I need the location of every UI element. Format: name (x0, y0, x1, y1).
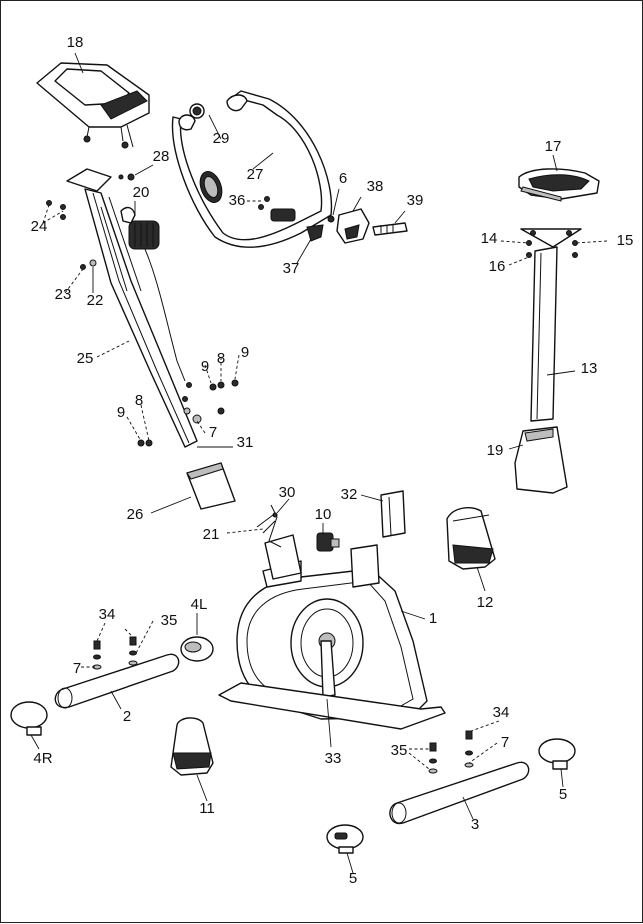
label-39: 39 (407, 192, 424, 209)
label-1: 1 (429, 610, 437, 627)
label-35-b: 35 (391, 742, 408, 759)
label-32: 32 (341, 486, 358, 503)
console-part (36, 62, 150, 149)
bolt-parts-upper (46, 173, 135, 270)
label-21: 21 (203, 526, 220, 543)
label-7-c: 7 (501, 734, 509, 751)
tension-knob-part (120, 206, 160, 250)
front-stabilizer-part (54, 653, 180, 709)
label-12: 12 (477, 594, 494, 611)
label-20: 20 (133, 184, 150, 201)
label-26: 26 (127, 506, 144, 523)
label-9-c: 9 (117, 404, 125, 421)
left-pedal-part (170, 717, 214, 776)
end-cap-4R-part (10, 701, 48, 736)
label-15: 15 (617, 232, 634, 249)
label-18: 18 (67, 34, 84, 51)
label-7-a: 7 (209, 424, 217, 441)
label-35-a: 35 (161, 612, 178, 629)
callout-labels: 18 28 20 24 23 22 25 29 27 36 6 38 39 37… (31, 34, 634, 887)
label-34-b: 34 (493, 704, 510, 721)
label-23: 23 (55, 286, 72, 303)
label-2: 2 (123, 708, 131, 725)
label-38: 38 (367, 178, 384, 195)
label-4R: 4R (33, 750, 52, 767)
label-17: 17 (545, 138, 562, 155)
handlebar-part (171, 90, 333, 248)
bolt-parts-mid (137, 379, 239, 447)
label-11: 11 (199, 800, 215, 817)
label-5-a: 5 (559, 786, 567, 803)
front-post-part (66, 168, 198, 448)
center-small-parts (256, 490, 406, 552)
label-28: 28 (153, 148, 170, 165)
leader-lines (30, 52, 608, 874)
label-16: 16 (489, 258, 506, 275)
rear-stabilizer-part (389, 761, 530, 825)
label-14: 14 (481, 230, 498, 247)
label-27: 27 (247, 166, 264, 183)
bracket-part (336, 208, 408, 244)
label-19: 19 (487, 442, 504, 459)
post-cover-part (186, 462, 236, 510)
label-36: 36 (229, 192, 246, 209)
label-7-b: 7 (73, 660, 81, 677)
label-30: 30 (279, 484, 296, 501)
label-9-a: 9 (201, 358, 209, 375)
label-5-b: 5 (349, 870, 357, 887)
handlebar-fasteners (258, 196, 335, 242)
seat-post-part (530, 246, 558, 422)
label-24: 24 (31, 218, 48, 235)
right-pedal-part (446, 507, 496, 570)
label-29: 29 (213, 130, 230, 147)
end-cap-5-right-part (538, 738, 576, 770)
label-33: 33 (325, 750, 342, 767)
label-8-a: 8 (217, 350, 225, 367)
label-9-b: 9 (241, 344, 249, 361)
stabilizer-fasteners (92, 636, 474, 774)
label-13: 13 (581, 360, 598, 377)
label-10: 10 (315, 506, 332, 523)
label-22: 22 (87, 292, 104, 309)
end-cap-5-bottom-part (326, 824, 364, 854)
label-3: 3 (471, 816, 479, 833)
label-31: 31 (237, 434, 254, 451)
label-6: 6 (339, 170, 347, 187)
main-frame-part (218, 534, 446, 730)
label-25: 25 (77, 350, 94, 367)
label-37: 37 (283, 260, 300, 277)
seat-part (518, 168, 600, 202)
seat-sleeve-part (514, 426, 568, 494)
end-cap-4L-part (180, 636, 214, 662)
label-4L: 4L (191, 596, 208, 613)
label-8-b: 8 (135, 392, 143, 409)
label-34-a: 34 (99, 606, 116, 623)
